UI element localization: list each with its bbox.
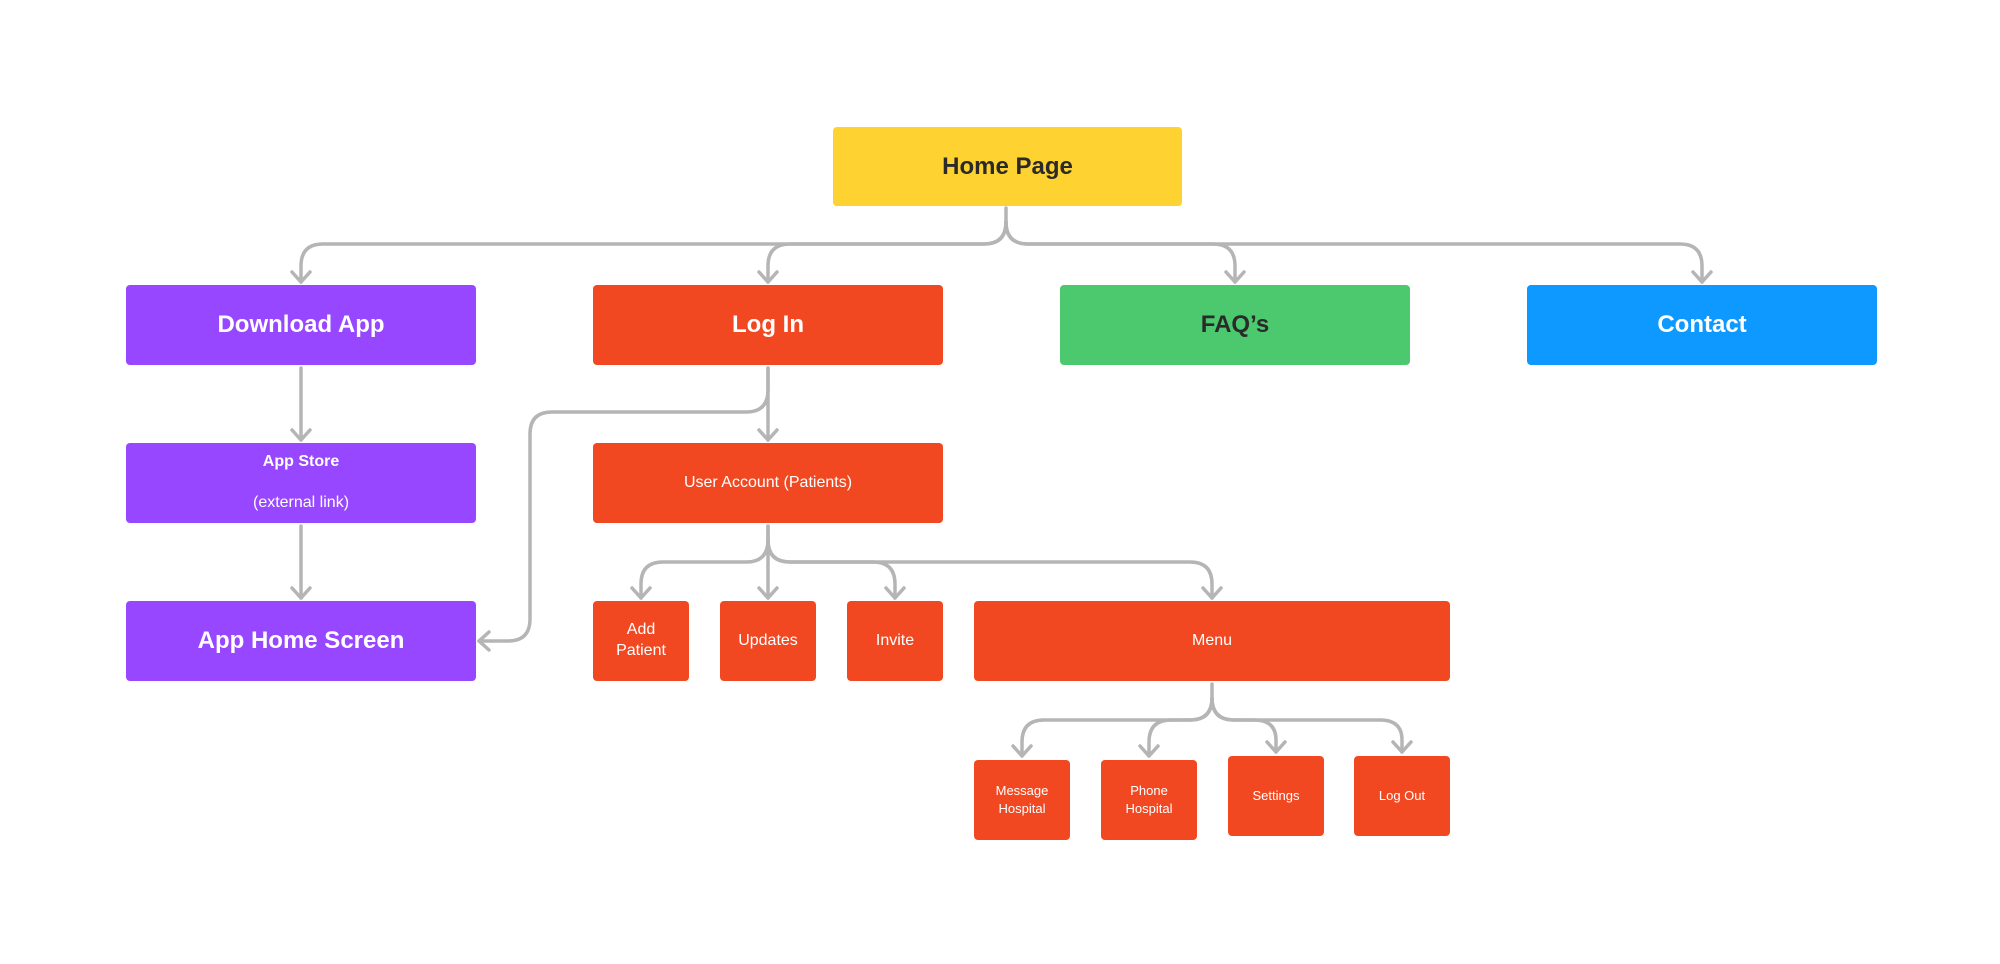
- node-menu: Menu: [974, 601, 1450, 681]
- node-contact: Contact: [1527, 285, 1877, 365]
- arrowhead-faq: [1224, 270, 1246, 284]
- connector-home-faq: [1004, 220, 1237, 284]
- node-log-in-label: Log In: [732, 311, 804, 339]
- node-message-hospital: Message Hospital: [974, 760, 1070, 840]
- node-app-store-title: App Store: [262, 452, 340, 470]
- arrowhead-updates: [757, 586, 779, 600]
- node-app-store-subtitle: (external link): [252, 494, 350, 512]
- node-invite-label: Invite: [875, 631, 915, 649]
- node-app-home-screen-label: App Home Screen: [197, 627, 405, 655]
- node-log-out: Log Out: [1354, 756, 1450, 836]
- arrowhead-phone: [1138, 744, 1160, 758]
- node-user-account-label: User Account (Patients): [683, 473, 853, 491]
- node-user-account: User Account (Patients): [593, 443, 943, 523]
- node-log-out-label: Log Out: [1378, 787, 1426, 803]
- arrowhead-contact: [1691, 270, 1713, 284]
- arrowhead-logout: [1391, 740, 1413, 754]
- arrowhead-menu: [1201, 586, 1223, 600]
- node-app-home-screen: App Home Screen: [126, 601, 476, 681]
- connector-account-add: [639, 524, 770, 600]
- node-log-in: Log In: [593, 285, 943, 365]
- node-faqs: FAQ’s: [1060, 285, 1410, 365]
- connector-home-login: [766, 220, 1008, 284]
- arrowhead-apphome: [290, 586, 312, 600]
- node-phone-hospital: Phone Hospital: [1101, 760, 1197, 840]
- node-contact-label: Contact: [1657, 311, 1747, 339]
- connector-menu-settings: [1210, 696, 1278, 754]
- node-updates-label: Updates: [738, 631, 798, 649]
- arrowhead-settings: [1265, 740, 1287, 754]
- node-settings-label: Settings: [1252, 787, 1300, 803]
- connector-home-download: [299, 206, 1008, 284]
- arrowhead-apphome-left: [477, 630, 491, 652]
- node-home-page: Home Page: [833, 127, 1182, 206]
- connector-menu-logout: [1210, 696, 1404, 754]
- arrowhead-account: [757, 428, 779, 442]
- node-phone-hospital-label: Phone Hospital: [1125, 782, 1173, 816]
- connector-account-menu: [766, 538, 1214, 600]
- node-add-patient-label: Add Patient: [616, 621, 666, 659]
- node-add-patient: Add Patient: [593, 601, 689, 681]
- node-app-store: App Store (external link): [126, 443, 476, 523]
- connector-menu-message: [1020, 682, 1214, 758]
- node-download-app: Download App: [126, 285, 476, 365]
- arrowhead-download: [290, 270, 312, 284]
- arrowhead-message: [1011, 744, 1033, 758]
- node-updates: Updates: [720, 601, 816, 681]
- node-settings: Settings: [1228, 756, 1324, 836]
- arrowhead-login: [757, 270, 779, 284]
- node-download-app-label: Download App: [217, 311, 385, 339]
- connector-home-contact: [1004, 220, 1704, 284]
- arrowhead-invite: [884, 586, 906, 600]
- node-invite: Invite: [847, 601, 943, 681]
- arrowhead-add: [630, 586, 652, 600]
- node-message-hospital-label: Message Hospital: [995, 782, 1049, 816]
- node-faqs-label: FAQ’s: [1200, 311, 1270, 339]
- connector-account-invite: [766, 538, 897, 600]
- node-menu-label: Menu: [1191, 631, 1233, 649]
- connector-menu-phone: [1147, 696, 1214, 758]
- node-home-page-label: Home Page: [942, 152, 1073, 180]
